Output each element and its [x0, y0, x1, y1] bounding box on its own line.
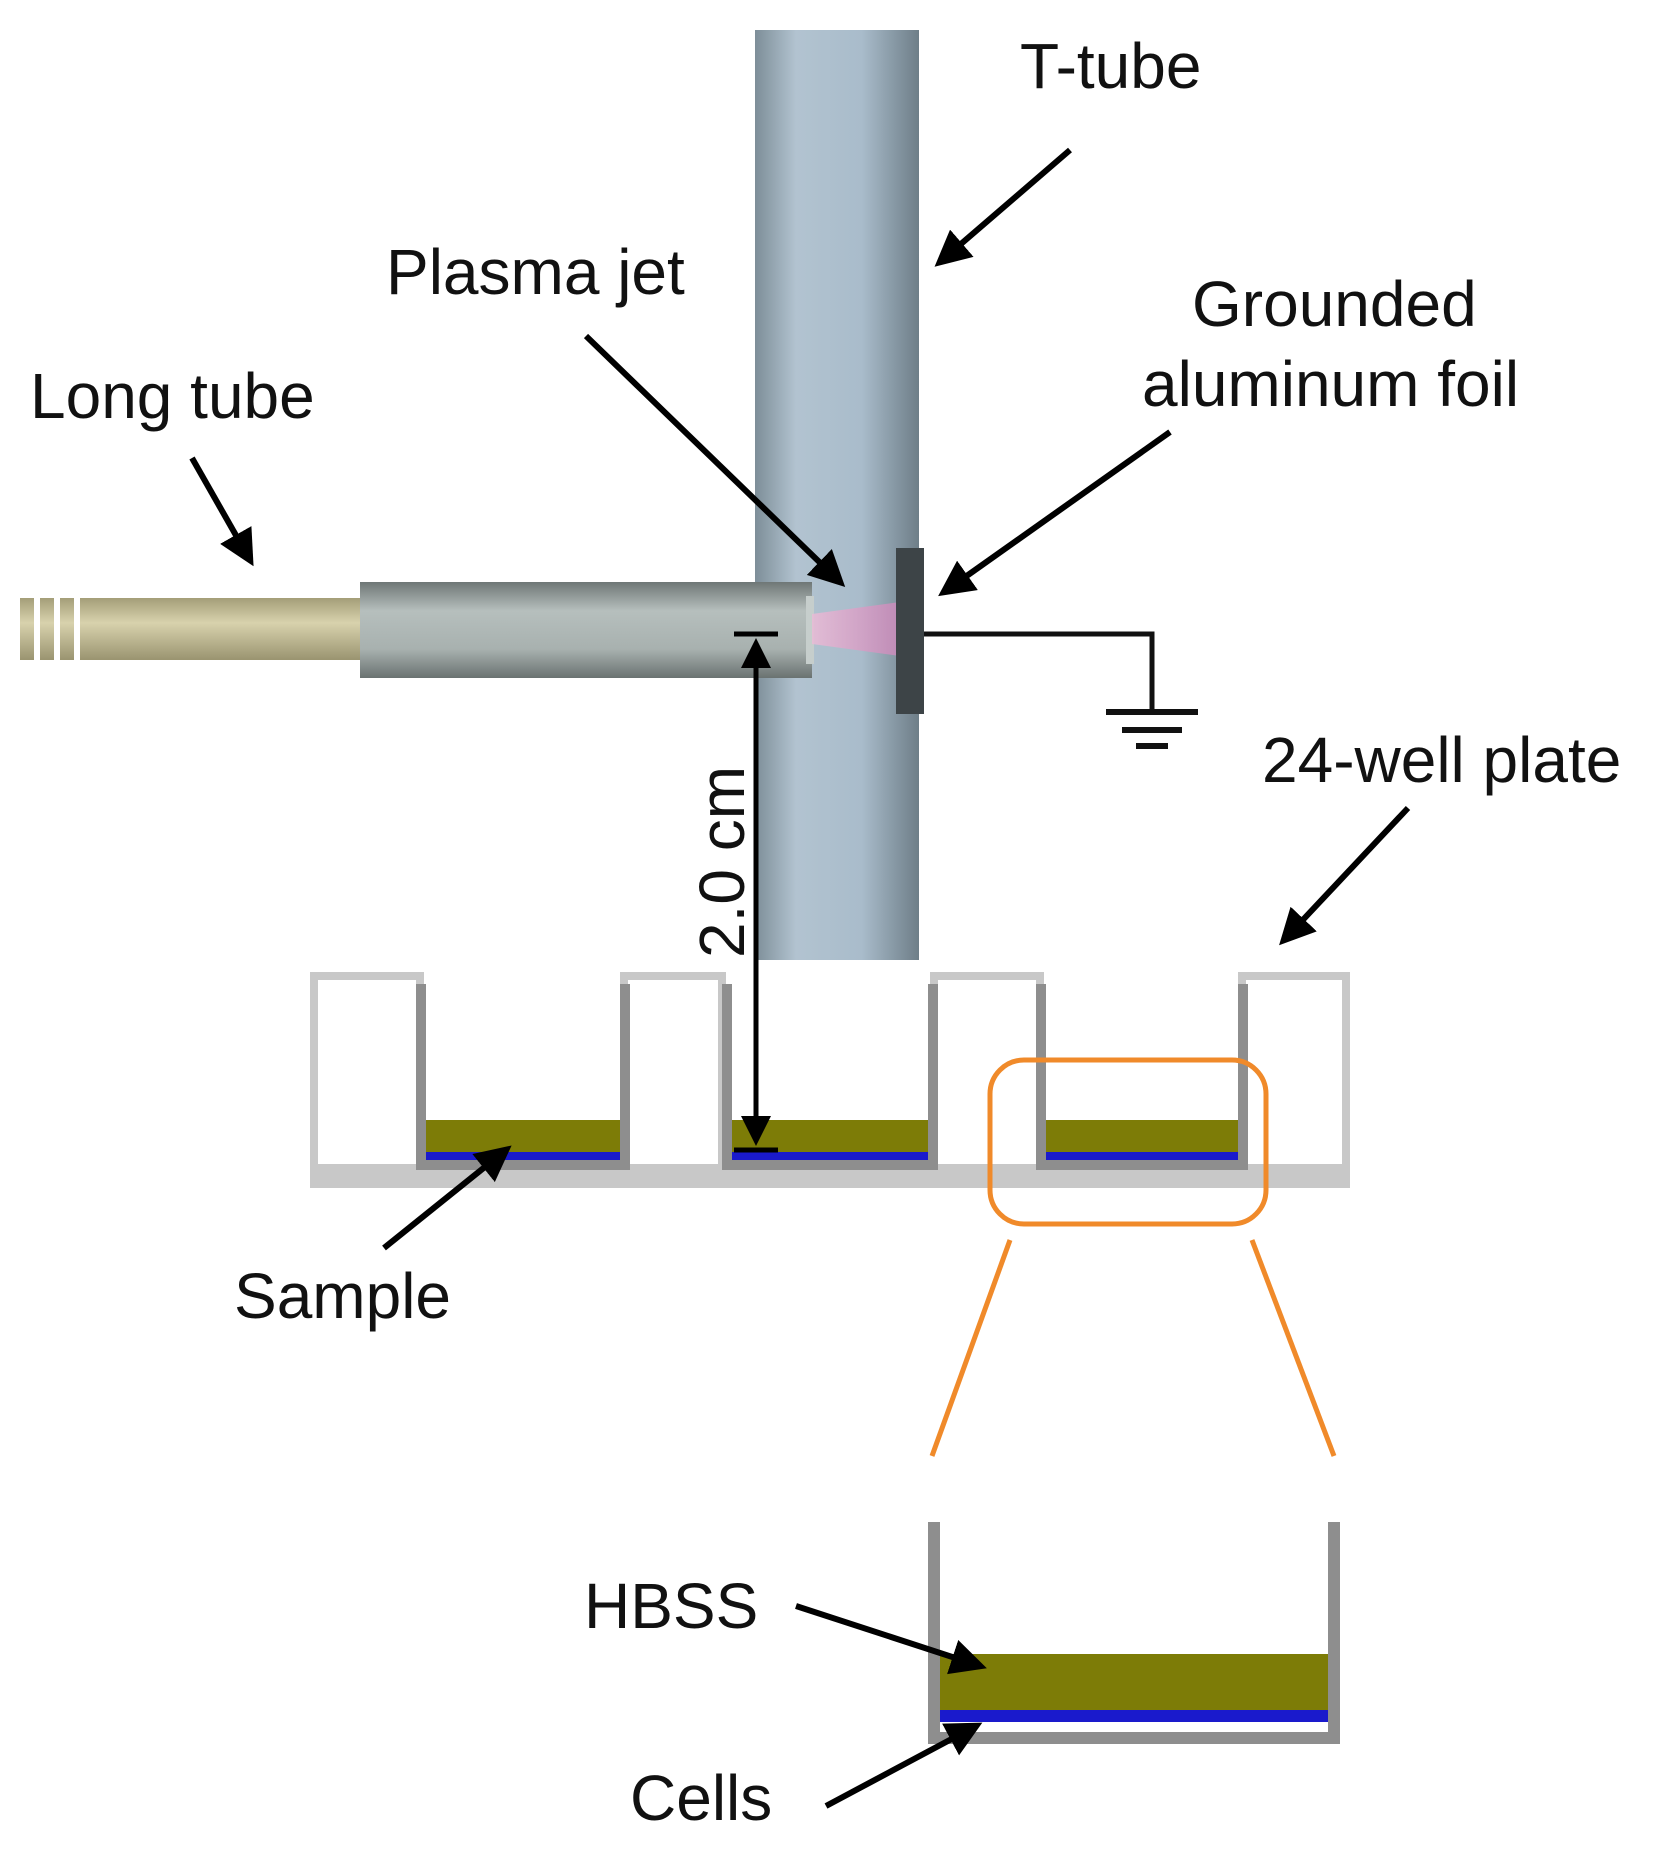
arrow-hbss	[795, 1603, 987, 1675]
label-cells: Cells	[630, 1762, 772, 1834]
label-arrows	[189, 147, 1411, 1809]
arrow-grounded-foil	[938, 429, 1172, 597]
cells-layer-zoomed	[940, 1710, 1328, 1722]
distance-indicator	[734, 631, 778, 1153]
label-distance: 2.0 cm	[686, 766, 758, 958]
tube-nozzle	[806, 596, 814, 664]
label-plasma-jet: Plasma jet	[386, 236, 685, 308]
well-plate	[310, 972, 1350, 1188]
label-well-plate: 24-well plate	[1262, 724, 1621, 796]
label-t-tube: T-tube	[1020, 30, 1201, 102]
arrow-t-tube	[934, 147, 1072, 267]
arrow-long-tube	[189, 456, 254, 567]
cells-layer-wells	[426, 1152, 1238, 1160]
t-tube	[755, 30, 919, 960]
label-sample: Sample	[234, 1260, 451, 1332]
grounded-aluminum-foil	[896, 548, 924, 714]
arrow-sample	[382, 1145, 512, 1251]
ground-symbol-icon	[1106, 709, 1198, 749]
long-tube-inner	[20, 598, 370, 660]
label-hbss: HBSS	[584, 1570, 758, 1642]
arrow-cells	[824, 1722, 983, 1809]
hbss-layer-wells	[426, 1120, 1238, 1152]
label-grounded-foil-line2: aluminum foil	[1142, 348, 1519, 420]
plasma-jet	[812, 602, 900, 656]
arrow-well-plate	[1279, 805, 1411, 946]
long-tube-outer	[360, 582, 812, 678]
zoomed-well	[928, 1522, 1340, 1744]
zoom-lines	[929, 1239, 1337, 1457]
label-grounded-foil-line1: Grounded	[1192, 268, 1477, 340]
label-long-tube: Long tube	[30, 360, 315, 432]
hbss-layer-zoomed	[940, 1654, 1328, 1710]
arrow-plasma-jet	[583, 333, 846, 588]
ground-wire	[924, 631, 1155, 712]
zoom-region-outline	[987, 1057, 1269, 1227]
